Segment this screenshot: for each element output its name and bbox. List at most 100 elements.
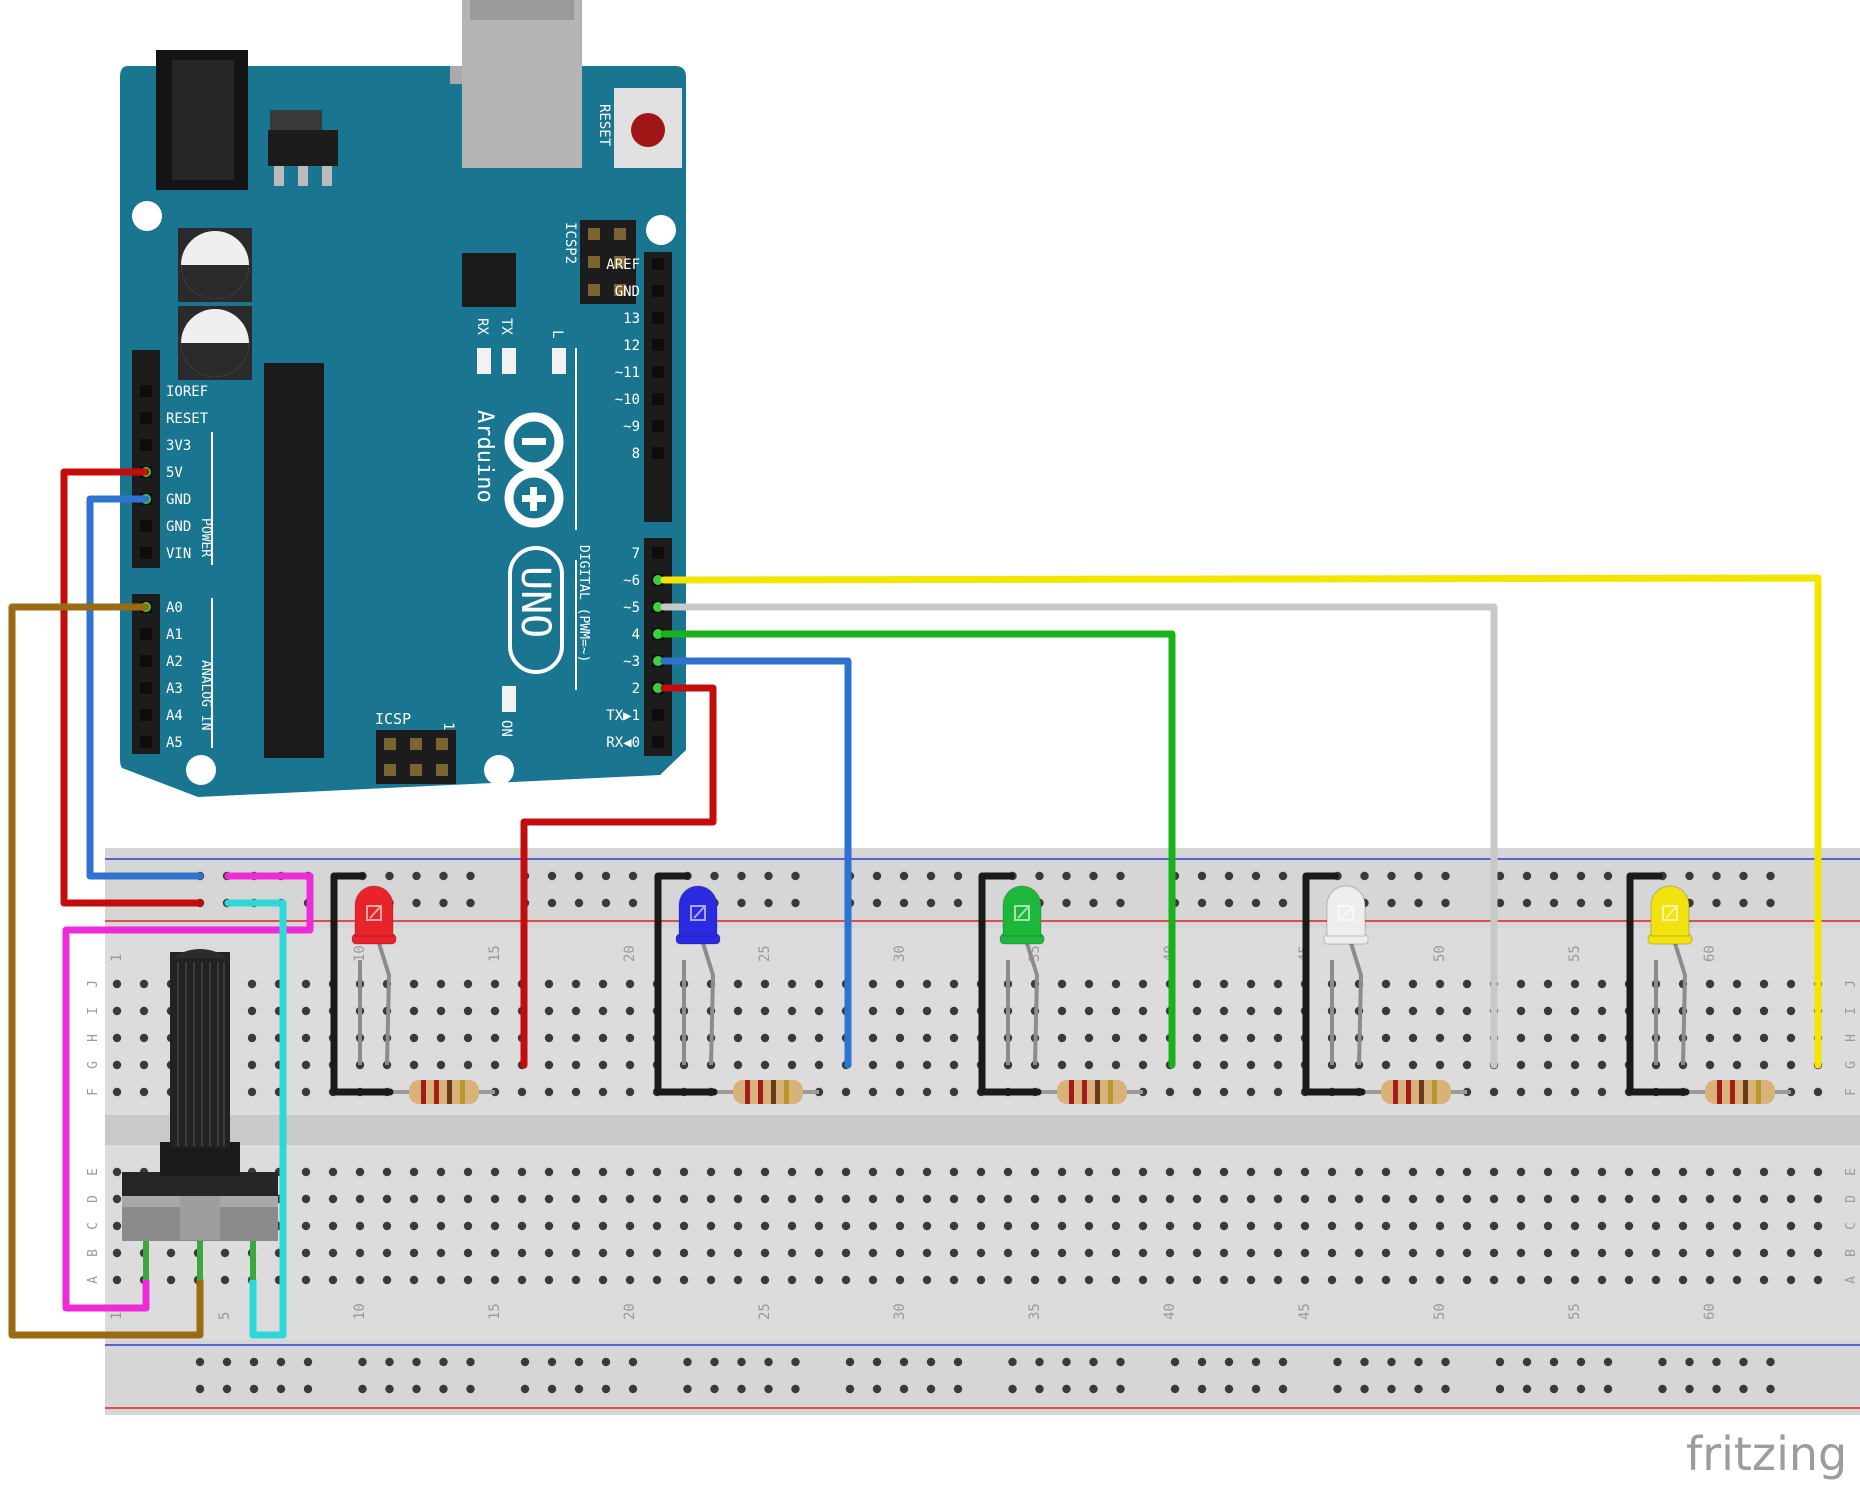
pin-label: A2 xyxy=(166,654,183,670)
breadboard-hole xyxy=(976,1221,986,1231)
breadboard-hole xyxy=(355,1275,365,1285)
rail-hole xyxy=(683,1357,692,1367)
breadboard-hole xyxy=(1354,1275,1364,1285)
rail-hole xyxy=(1062,871,1071,881)
breadboard-hole xyxy=(625,1167,635,1177)
breadboard-hole xyxy=(895,1033,905,1043)
breadboard-hole xyxy=(544,1033,554,1043)
breadboard-hole xyxy=(949,1248,959,1258)
breadboard-hole xyxy=(949,1221,959,1231)
rail-hole xyxy=(358,1357,367,1367)
breadboard-hole xyxy=(1408,1006,1418,1016)
header-pins xyxy=(140,258,664,748)
column-number: 60 xyxy=(1702,1303,1718,1320)
rail-hole xyxy=(791,898,800,908)
breadboard-hole xyxy=(112,979,122,989)
breadboard-hole xyxy=(922,1275,932,1285)
breadboard-hole xyxy=(490,1167,500,1177)
breadboard-hole xyxy=(436,1194,446,1204)
rail-hole xyxy=(1089,898,1098,908)
breadboard-hole xyxy=(517,1221,527,1231)
breadboard-hole xyxy=(1516,1221,1526,1231)
wire-cyan xyxy=(224,899,287,1339)
breadboard-hole xyxy=(409,1248,419,1258)
breadboard-hole xyxy=(1732,1194,1742,1204)
breadboard-hole xyxy=(598,1087,608,1097)
breadboard-hole xyxy=(1084,1167,1094,1177)
rail-hole xyxy=(195,1357,205,1367)
header-pin xyxy=(652,447,664,459)
breadboard-hole xyxy=(1273,979,1283,989)
breadboard-hole xyxy=(1381,1221,1391,1231)
breadboard-hole xyxy=(247,1033,257,1043)
rail-hole xyxy=(385,871,394,881)
digital-header-bottom xyxy=(644,538,672,756)
pin-label: 5V xyxy=(166,465,183,481)
breadboard-hole xyxy=(1354,1194,1364,1204)
rail-hole xyxy=(303,1357,313,1367)
breadboard-hole xyxy=(1705,1194,1715,1204)
breadboard-hole xyxy=(949,1194,959,1204)
breadboard-hole xyxy=(490,1006,500,1016)
rail-hole xyxy=(737,898,746,908)
tx-label: TX xyxy=(498,318,514,335)
rail-hole xyxy=(1116,898,1125,908)
breadboard-hole xyxy=(1489,1194,1499,1204)
breadboard-hole xyxy=(679,1221,689,1231)
rail-hole xyxy=(1062,1384,1071,1394)
breadboard-hole xyxy=(1219,1221,1229,1231)
rail-hole xyxy=(1576,898,1586,908)
rail-hole xyxy=(953,1357,963,1367)
breadboard-hole xyxy=(1327,1275,1337,1285)
pin-label: 3V3 xyxy=(166,438,191,454)
breadboard-hole xyxy=(895,1221,905,1231)
wire-white xyxy=(660,603,1498,1069)
mounting-hole xyxy=(646,215,676,245)
breadboard-hole xyxy=(1246,1221,1256,1231)
row-letter: G xyxy=(86,1061,101,1069)
rail-hole xyxy=(1089,1357,1098,1367)
breadboard-hole xyxy=(868,979,878,989)
rail-hole xyxy=(466,1384,475,1394)
breadboard-hole xyxy=(1273,1060,1283,1070)
breadboard-hole xyxy=(1057,1033,1067,1043)
breadboard-hole xyxy=(139,1033,149,1043)
rail-hole xyxy=(439,1357,448,1367)
rail-hole xyxy=(1495,871,1505,881)
pin-label: AREF xyxy=(606,257,640,273)
breadboard-hole xyxy=(733,1221,743,1231)
breadboard-hole xyxy=(1570,979,1580,989)
pin-label: ~6 xyxy=(623,573,640,589)
resistor xyxy=(387,1080,495,1104)
breadboard-hole xyxy=(301,1033,311,1043)
breadboard-hole xyxy=(949,1087,959,1097)
breadboard-hole xyxy=(328,1221,338,1231)
rail-hole xyxy=(1387,898,1396,908)
breadboard-hole xyxy=(1462,1275,1472,1285)
pin-label: 7 xyxy=(632,546,640,562)
breadboard-hole xyxy=(1786,1248,1796,1258)
breadboard-hole xyxy=(1759,1033,1769,1043)
rail-hole xyxy=(1387,1384,1396,1394)
breadboard-hole xyxy=(1408,1060,1418,1070)
atmega-chip xyxy=(264,363,324,758)
breadboard-hole xyxy=(328,1194,338,1204)
breadboard-hole xyxy=(1165,1248,1175,1258)
breadboard-hole xyxy=(544,1275,554,1285)
header-pin xyxy=(140,385,152,397)
pin-label: 8 xyxy=(632,446,640,462)
breadboard-hole xyxy=(1786,1006,1796,1016)
pin-label: GND xyxy=(166,492,191,508)
led-green xyxy=(999,885,1045,1066)
breadboard-hole xyxy=(1030,1167,1040,1177)
breadboard-hole xyxy=(490,1275,500,1285)
breadboard-hole xyxy=(1732,1033,1742,1043)
rail-hole xyxy=(1197,898,1207,908)
rail-hole xyxy=(1549,1384,1559,1394)
breadboard-hole xyxy=(868,1275,878,1285)
breadboard-hole xyxy=(517,1167,527,1177)
row-letter: I xyxy=(86,1007,101,1015)
pin-label: A3 xyxy=(166,681,183,697)
breadboard-hole xyxy=(1435,1167,1445,1177)
